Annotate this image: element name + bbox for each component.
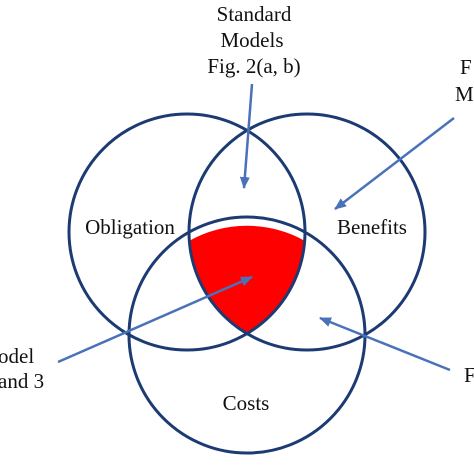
label-obligation: Obligation [85,215,175,239]
callout-top-line-1: Standard [217,2,292,26]
callout-top-line-3: Fig. 2(a, b) [207,54,300,78]
callout-bottom-left-line-1: odel [0,344,34,368]
callout-bottom-left-line-2: and 3 [0,369,44,393]
callout-top-right-line-1: F [460,55,472,79]
callout-top-line-2: Models [221,28,284,52]
arrow-bottom-right [319,316,451,372]
arrow-top-right [334,117,455,210]
callout-bottom-right-line-1: F [464,363,474,387]
label-costs: Costs [223,391,270,415]
arrow-bottom-left [57,275,253,364]
callout-top-right-line-2: M [455,82,474,106]
label-benefits: Benefits [337,215,407,239]
arrow-standard-models [239,83,254,189]
